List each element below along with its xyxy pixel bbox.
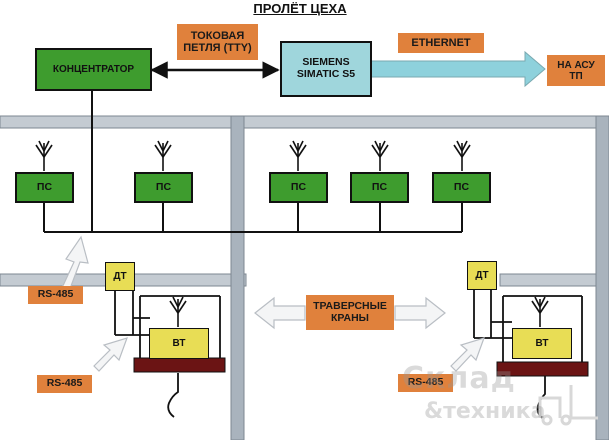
bus-drops <box>43 201 463 232</box>
ps-box-2: ПС <box>134 172 193 203</box>
rs485-label-lower-right: RS-485 <box>398 374 453 392</box>
ethernet-arrow <box>367 50 546 88</box>
antenna-icon <box>453 140 471 171</box>
forklift-watermark-icon <box>538 385 598 426</box>
ethernet-label: ETHERNET <box>398 33 484 53</box>
vt-box-right: ВТ <box>512 328 572 359</box>
antenna-icon <box>289 140 307 171</box>
hoist-beam-right <box>496 361 589 377</box>
rs485-label-lower-left: RS-485 <box>37 375 92 393</box>
cranes-label: ТРАВЕРСНЫЕ КРАНЫ <box>306 295 394 330</box>
ps-box-4: ПС <box>350 172 409 203</box>
antenna-icon <box>371 140 389 171</box>
antenna-icon <box>35 140 53 171</box>
cranes-arrow-right <box>394 296 446 330</box>
left-crane-wiring <box>114 291 221 418</box>
right-crane-wiring <box>473 290 583 420</box>
white-arrows <box>60 235 485 372</box>
ps-box-5: ПС <box>432 172 491 203</box>
dt-box-right: ДТ <box>467 261 497 290</box>
watermark-line2: &техника <box>424 399 546 424</box>
rs485-label-upper: RS-485 <box>28 286 83 304</box>
rs485-arrow-lower-right <box>450 337 485 372</box>
antenna-icon <box>154 140 172 171</box>
watermark-line1: Склад <box>402 361 516 396</box>
hoist-beam-left <box>133 357 226 373</box>
ps-box-3: ПС <box>269 172 328 203</box>
antenna-icon <box>169 296 187 327</box>
rs485-arrow-lower-left <box>93 337 128 372</box>
page-title: ПРОЛЁТ ЦЕХА <box>253 0 347 16</box>
vt-box-left: ВТ <box>149 328 209 359</box>
ps-box-1: ПС <box>15 172 74 203</box>
column-left <box>230 115 245 440</box>
antenna-icon <box>531 296 549 327</box>
mid-rail-right <box>499 273 609 287</box>
dt-box-left: ДТ <box>105 262 135 291</box>
antennas <box>35 140 549 327</box>
column-right <box>595 115 609 440</box>
building-structure <box>0 115 609 440</box>
top-rail <box>0 115 609 129</box>
cranes-arrow-left <box>254 296 306 330</box>
plc-box: SIEMENS SIMATIC S5 <box>280 41 372 97</box>
acs-label: НА АСУ ТП <box>547 55 605 86</box>
concentrator-box: КОНЦЕНТРАТОР <box>35 48 152 91</box>
current-loop-label: ТОКОВАЯ ПЕТЛЯ (TTY) <box>177 24 258 60</box>
